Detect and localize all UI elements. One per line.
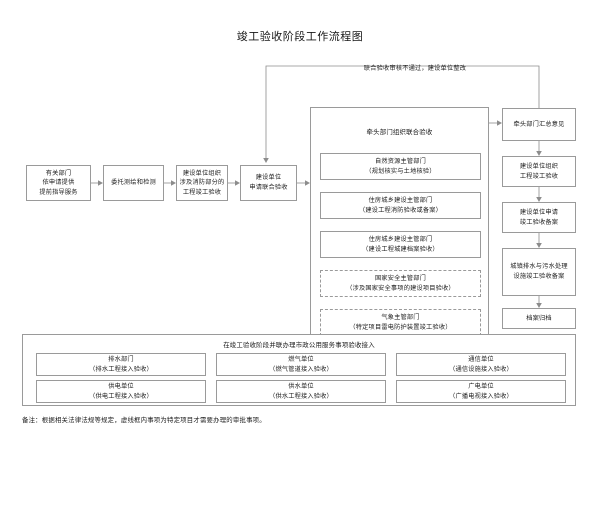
municipal-item-telecom-unit-label: 通信单位 （通信设施接入验收） [449, 355, 513, 374]
step-apply-joint[interactable]: 建设单位 申请联合验收 [240, 165, 297, 201]
page-title: 竣工验收阶段工作流程图 [236, 31, 364, 43]
step-fire-acceptance[interactable]: 建设单位组织 涉及消防部分的 工程竣工验收 [176, 165, 228, 201]
step-fire-acceptance-label: 建设单位组织 涉及消防部分的 工程竣工验收 [179, 169, 225, 196]
joint-item-meteorology-label: 气象主管部门 （特定项目雷电防护装置竣工验收） [349, 313, 451, 332]
joint-item-housing-archive[interactable]: 住房城乡建设主管部门 （建设工程城建档案验收） [320, 231, 481, 258]
joint-item-national-security-line2: （涉及国家安全事项的建设项目验收） [346, 284, 455, 292]
municipal-item-drainage-dept-label: 排水部门 （排水工程接入验收） [89, 355, 153, 374]
step-apply-filing[interactable]: 建设单位申请 竣工验收备案 [502, 202, 576, 233]
joint-item-meteorology-line2: （特定项目雷电防护装置竣工验收） [349, 323, 452, 331]
joint-item-housing-archive-line1: 住房城乡建设主管部门 [368, 235, 433, 243]
joint-item-national-security[interactable]: 国家安全主管部门 （涉及国家安全事项的建设项目验收） [320, 270, 481, 297]
step-summary-opinion-label: 牵头部门汇总意见 [513, 120, 565, 128]
joint-item-housing-archive-label: 住房城乡建设主管部门 （建设工程城建档案验收） [362, 235, 439, 254]
joint-item-meteorology-line1: 气象主管部门 [381, 313, 420, 321]
municipal-services-group: 在竣工验收阶段并联办理市政公用服务事项验收接入 排水部门 （排水工程接入验收） 燃… [22, 334, 576, 406]
step-apply-filing-label: 建设单位申请 竣工验收备案 [519, 208, 559, 226]
municipal-item-broadcast-unit-line1: 广电单位 [468, 382, 494, 390]
municipal-item-gas-unit-line1: 燃气单位 [288, 355, 314, 363]
municipal-item-drainage-dept[interactable]: 排水部门 （排水工程接入验收） [36, 353, 206, 376]
step-drainage-filing[interactable]: 城镇排水与污水处理 设施竣工验收备案 [502, 248, 576, 296]
step-drainage-filing-label: 城镇排水与污水处理 设施竣工验收备案 [510, 263, 568, 280]
joint-item-natural-resources-line2: （规划核实与土地核验） [365, 167, 436, 175]
municipal-item-water-unit-label: 供水单位 （供水工程接入验收） [269, 382, 333, 401]
joint-acceptance-group-title: 牵头部门组织联合验收 [366, 129, 433, 136]
step-apply-joint-label: 建设单位 申请联合验收 [249, 174, 288, 191]
feedback-label: 联合验收审核不通过，建设单位整改 [363, 65, 467, 72]
municipal-item-water-unit-line1: 供水单位 [288, 382, 314, 390]
municipal-item-water-unit-line2: （供水工程接入验收） [269, 392, 333, 400]
municipal-item-power-unit-line2: （供电工程接入验收） [89, 392, 153, 400]
municipal-item-drainage-dept-line1: 排水部门 [108, 355, 134, 363]
municipal-item-power-unit-line1: 供电单位 [108, 382, 134, 390]
municipal-item-broadcast-unit-line2: （广播电视接入验收） [449, 392, 513, 400]
step-pre-guidance-label: 有关部门 依申请提供 提前指导服务 [39, 169, 78, 196]
municipal-item-broadcast-unit-label: 广电单位 （广播电视接入验收） [449, 382, 513, 401]
municipal-item-power-unit-label: 供电单位 （供电工程接入验收） [89, 382, 153, 401]
municipal-item-drainage-dept-line2: （排水工程接入验收） [89, 365, 153, 373]
step-summary-opinion[interactable]: 牵头部门汇总意见 [502, 108, 576, 141]
joint-item-housing-fire-line1: 住房城乡建设主管部门 [368, 196, 433, 204]
joint-item-national-security-line1: 国家安全主管部门 [374, 274, 427, 282]
step-survey-test[interactable]: 委托测绘和检测 [103, 165, 164, 201]
municipal-item-power-unit[interactable]: 供电单位 （供电工程接入验收） [36, 380, 206, 403]
step-org-completion-label: 建设单位组织 工程竣工验收 [519, 162, 559, 180]
municipal-item-gas-unit-label: 燃气单位 （燃气管道接入验收） [269, 355, 333, 374]
step-org-completion[interactable]: 建设单位组织 工程竣工验收 [502, 156, 576, 187]
joint-item-national-security-label: 国家安全主管部门 （涉及国家安全事项的建设项目验收） [346, 274, 455, 293]
joint-item-natural-resources-line1: 自然资源主管部门 [374, 157, 427, 165]
municipal-item-telecom-unit-line2: （通信设施接入验收） [449, 365, 513, 373]
municipal-item-telecom-unit-line1: 通信单位 [468, 355, 494, 363]
municipal-services-group-title: 在竣工验收阶段并联办理市政公用服务事项验收接入 [223, 342, 375, 349]
joint-item-housing-fire-line2: （建设工程消防验收或备案） [358, 206, 443, 214]
joint-item-housing-fire-label: 住房城乡建设主管部门 （建设工程消防验收或备案） [359, 196, 442, 215]
municipal-item-gas-unit[interactable]: 燃气单位 （燃气管道接入验收） [216, 353, 386, 376]
footnote: 备注：根据相关法律法规等规定，虚线框内事项为特定项目才需要办理的审批事项。 [22, 417, 266, 424]
municipal-item-water-unit[interactable]: 供水单位 （供水工程接入验收） [216, 380, 386, 403]
step-survey-test-label: 委托测绘和检测 [111, 179, 156, 187]
joint-acceptance-group: 牵头部门组织联合验收 自然资源主管部门 （规划核实与土地核验） 住房城乡建设主管部… [310, 107, 489, 377]
joint-item-meteorology[interactable]: 气象主管部门 （特定项目雷电防护装置竣工验收） [320, 309, 481, 336]
step-pre-guidance[interactable]: 有关部门 依申请提供 提前指导服务 [26, 165, 91, 201]
municipal-item-gas-unit-line2: （燃气管道接入验收） [269, 365, 333, 373]
joint-item-natural-resources[interactable]: 自然资源主管部门 （规划核实与土地核验） [320, 153, 481, 180]
joint-item-housing-fire[interactable]: 住房城乡建设主管部门 （建设工程消防验收或备案） [320, 192, 481, 219]
joint-item-housing-archive-line2: （建设工程城建档案验收） [362, 245, 439, 253]
step-archive-filing[interactable]: 档案归档 [502, 308, 576, 329]
joint-item-natural-resources-label: 自然资源主管部门 （规划核实与土地核验） [365, 157, 435, 176]
municipal-item-broadcast-unit[interactable]: 广电单位 （广播电视接入验收） [396, 380, 566, 403]
municipal-item-telecom-unit[interactable]: 通信单位 （通信设施接入验收） [396, 353, 566, 376]
step-archive-filing-label: 档案归档 [526, 314, 552, 322]
